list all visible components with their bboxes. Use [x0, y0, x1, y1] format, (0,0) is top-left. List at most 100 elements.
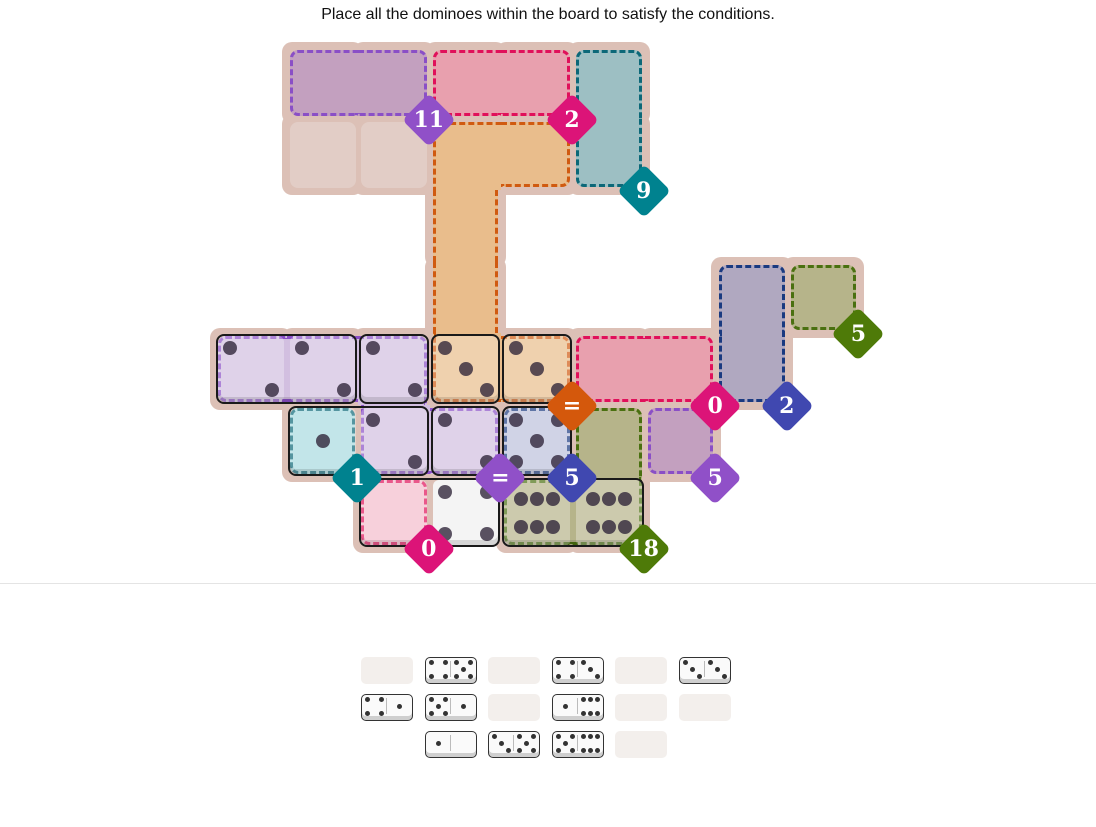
pip — [366, 413, 381, 427]
domino-half — [705, 658, 729, 680]
pip — [594, 710, 600, 716]
pip — [530, 491, 545, 506]
region-cell-orange-equal[interactable] — [432, 190, 499, 262]
pip — [437, 484, 452, 499]
region-cell-purple-sum-11[interactable] — [289, 50, 359, 116]
pip — [479, 383, 494, 398]
domino-divider — [576, 697, 578, 714]
pip — [509, 413, 524, 427]
tray-domino[interactable] — [361, 693, 413, 721]
pip — [428, 710, 434, 716]
tray-domino[interactable] — [488, 731, 540, 758]
domino-half — [553, 732, 577, 754]
pip — [555, 674, 561, 679]
pip — [524, 741, 529, 746]
domino-half — [578, 732, 602, 754]
pip — [618, 491, 632, 506]
empty-tray-slot — [361, 657, 413, 684]
tray-domino[interactable] — [424, 731, 477, 758]
pip — [594, 748, 600, 753]
region-cell-orange-equal[interactable] — [432, 121, 502, 191]
domino-divider — [449, 661, 451, 677]
pip — [555, 660, 561, 665]
pip — [467, 674, 473, 679]
pip — [223, 341, 237, 356]
pip — [453, 660, 459, 665]
pip — [517, 734, 522, 739]
placed-domino-half[interactable] — [361, 336, 428, 403]
domino-half — [362, 695, 386, 717]
tray-domino[interactable] — [679, 657, 731, 684]
domino-half — [426, 732, 450, 754]
pip — [580, 660, 586, 665]
pip — [492, 734, 497, 739]
pip — [697, 674, 702, 679]
empty-tray-slot — [615, 693, 667, 721]
domino-half — [426, 658, 450, 680]
placed-domino-half[interactable] — [218, 336, 284, 403]
pip — [437, 413, 452, 427]
placed-domino-half[interactable] — [289, 336, 356, 403]
tray-domino[interactable] — [551, 693, 604, 721]
region-cell-purple-sum-11[interactable] — [358, 50, 427, 116]
domino-half — [578, 658, 602, 680]
domino-half — [451, 732, 475, 754]
pip — [453, 674, 459, 679]
pip — [569, 660, 575, 665]
pip — [562, 741, 568, 746]
pip — [479, 526, 494, 541]
pip — [580, 696, 586, 702]
pip — [530, 362, 545, 377]
pip — [562, 703, 568, 709]
instruction-text: Place all the dominoes within the board … — [321, 6, 775, 23]
pip — [580, 748, 586, 753]
pip — [437, 341, 452, 356]
region-cell-navy-sum-2[interactable] — [719, 333, 785, 402]
domino-half — [489, 732, 513, 754]
region-cell-orange-equal[interactable] — [432, 261, 499, 334]
pip — [460, 667, 466, 672]
region-condition-label: 0 — [421, 536, 437, 563]
pip — [467, 660, 473, 665]
pip — [530, 434, 545, 448]
pip — [587, 667, 593, 672]
pip — [428, 696, 434, 702]
region-cell-navy-sum-2[interactable] — [719, 264, 785, 334]
divider — [0, 583, 1096, 584]
placed-domino-half[interactable] — [361, 408, 428, 474]
empty-tray-slot — [488, 657, 540, 684]
pip — [587, 734, 593, 739]
pip — [531, 748, 536, 753]
region-condition-label: 9 — [635, 178, 652, 205]
domino-divider — [576, 661, 578, 677]
pip — [587, 710, 593, 716]
pip — [442, 674, 448, 679]
placed-domino-half[interactable] — [432, 336, 499, 403]
domino-half — [553, 658, 577, 680]
domino-half — [451, 658, 475, 680]
pip — [580, 734, 586, 739]
domino-half — [451, 695, 475, 717]
domino-divider — [449, 697, 451, 714]
tray-domino[interactable] — [424, 657, 477, 684]
tray-domino[interactable] — [424, 693, 477, 721]
pip — [594, 674, 600, 679]
pip — [594, 734, 600, 739]
pip — [683, 660, 688, 665]
domino-half — [578, 695, 602, 717]
tray-domino[interactable] — [551, 657, 604, 684]
region-cell-olive-sum-5[interactable] — [790, 264, 857, 331]
empty-tray-slot — [679, 693, 731, 721]
pip — [458, 362, 473, 377]
board-cell[interactable] — [289, 121, 356, 188]
empty-tray-slot — [488, 693, 540, 721]
tray-domino[interactable] — [551, 731, 604, 758]
region-cell-pink-sum-2[interactable] — [432, 50, 502, 116]
region-cell-pink-sum-0[interactable] — [576, 336, 645, 402]
pip — [569, 734, 575, 739]
region-condition-label: 18 — [628, 536, 659, 563]
pip — [690, 667, 695, 672]
pip — [587, 696, 593, 702]
pip — [546, 519, 561, 534]
